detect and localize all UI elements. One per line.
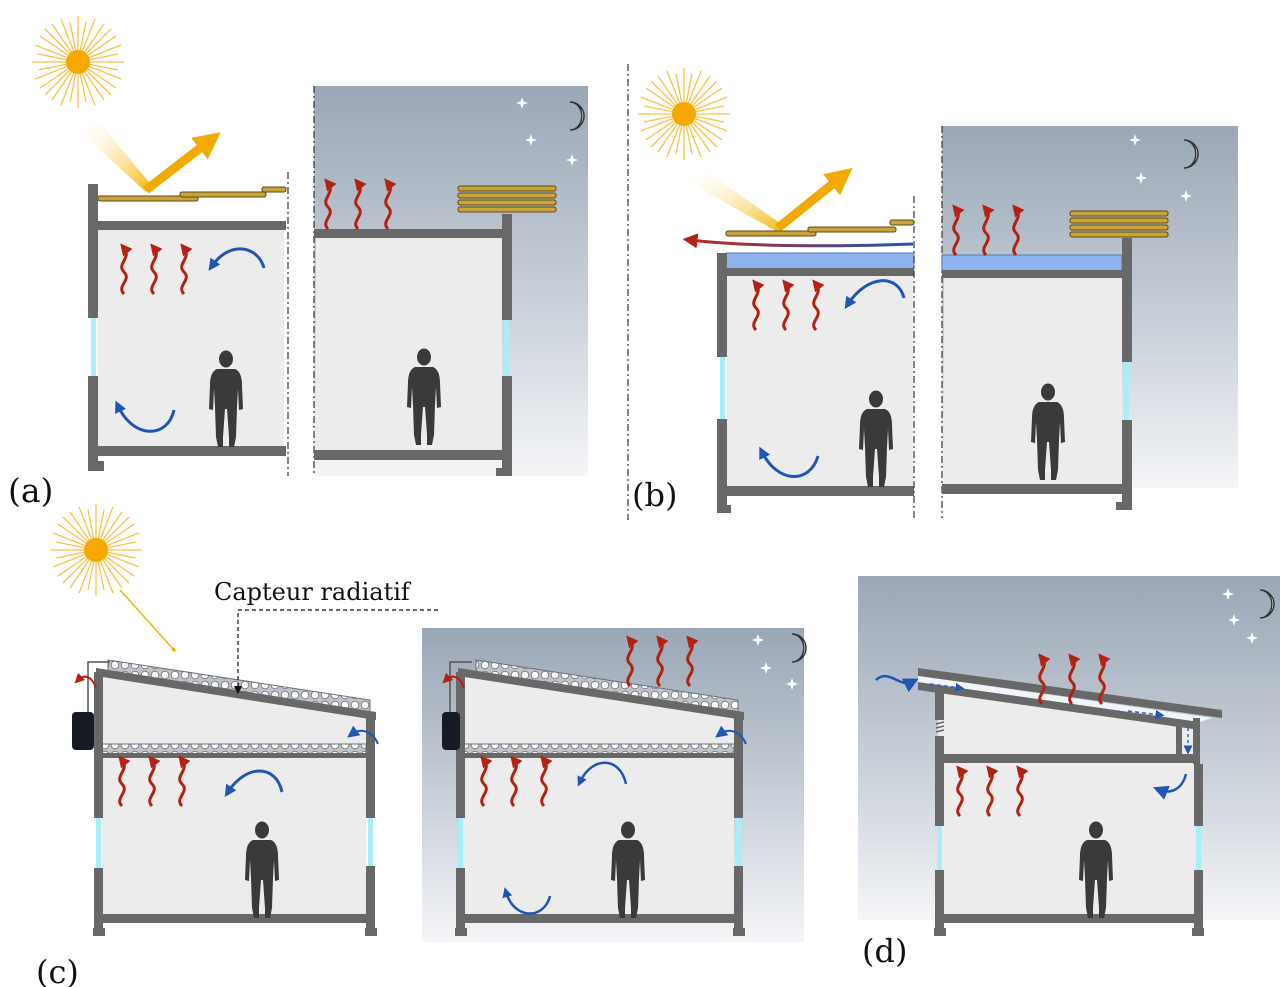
roof-slab bbox=[918, 668, 1222, 718]
panel-b: (b) bbox=[627, 64, 1238, 520]
wall bbox=[502, 376, 512, 476]
wall bbox=[1122, 420, 1132, 508]
room-interior bbox=[462, 673, 734, 918]
sliding-shutters bbox=[725, 219, 915, 237]
air-flow-arrow-icon bbox=[875, 674, 919, 693]
floor-slab bbox=[942, 484, 1132, 494]
heat-arrow-icon bbox=[442, 672, 465, 689]
air-flow-arrow-icon bbox=[715, 725, 747, 745]
room-interior bbox=[942, 760, 1196, 918]
room-interior bbox=[98, 229, 284, 451]
sun-icon bbox=[637, 67, 731, 161]
storage-tank bbox=[442, 712, 460, 750]
window bbox=[368, 818, 373, 866]
sun-icon bbox=[49, 503, 143, 597]
floor-slab bbox=[462, 914, 743, 923]
sun-ray-arrow bbox=[119, 589, 176, 653]
wall bbox=[1194, 764, 1203, 826]
storage-tank bbox=[72, 712, 94, 750]
wall bbox=[94, 672, 103, 818]
panel-c-day: Capteur radiatif bbox=[49, 503, 438, 936]
reflection-arrow-icon bbox=[775, 167, 853, 232]
wall bbox=[734, 716, 743, 818]
roof-slab bbox=[726, 268, 914, 276]
window bbox=[736, 818, 741, 866]
air-flow-arrow-icon bbox=[1153, 773, 1188, 800]
panel-b-day bbox=[637, 67, 915, 518]
heat-arrow-icon bbox=[74, 672, 97, 689]
wall bbox=[1122, 238, 1132, 362]
air-flow-arrow-icon bbox=[577, 761, 628, 787]
wall bbox=[366, 716, 375, 818]
wall bbox=[366, 866, 375, 936]
ceiling-slab bbox=[938, 754, 1200, 763]
air-flow-arrow-icon bbox=[115, 400, 176, 433]
wall bbox=[1194, 870, 1203, 930]
water-layer bbox=[725, 252, 915, 270]
wall bbox=[717, 253, 727, 357]
sliding-shutters bbox=[97, 186, 287, 202]
floor-slab bbox=[940, 914, 1203, 923]
window bbox=[504, 320, 509, 376]
wall bbox=[94, 868, 103, 930]
window bbox=[91, 318, 96, 376]
wall bbox=[935, 870, 944, 930]
panel-label-c: (c) bbox=[36, 953, 79, 987]
air-flow-arrow-icon bbox=[208, 247, 266, 271]
reflection-arrow-icon bbox=[143, 132, 221, 194]
callout-leader bbox=[233, 609, 438, 695]
window bbox=[458, 818, 463, 868]
wall bbox=[456, 672, 465, 818]
stacked-shutters bbox=[457, 185, 557, 213]
wall bbox=[935, 736, 944, 826]
panel-a-day bbox=[31, 15, 289, 476]
roof-slab bbox=[98, 221, 286, 230]
panel-a: (a) bbox=[8, 15, 588, 510]
window bbox=[96, 818, 101, 868]
panel-c-night bbox=[422, 628, 807, 942]
window bbox=[937, 826, 942, 870]
ceiling-duct bbox=[461, 743, 735, 755]
panel-label-a: (a) bbox=[8, 471, 53, 510]
wall bbox=[88, 376, 98, 471]
window bbox=[1124, 362, 1129, 420]
wall bbox=[502, 214, 512, 320]
sunbeam bbox=[78, 118, 152, 192]
panel-a-night bbox=[313, 86, 588, 476]
water-flow-arrow bbox=[682, 233, 914, 249]
floor-slab bbox=[726, 486, 914, 496]
window bbox=[720, 357, 725, 419]
panel-b-night bbox=[941, 126, 1238, 518]
air-flow-arrow-icon bbox=[844, 279, 906, 309]
wall bbox=[717, 419, 727, 509]
air-flow-arrow-icon bbox=[502, 887, 552, 915]
sun-icon bbox=[31, 15, 125, 109]
room-interior bbox=[316, 238, 502, 452]
air-flow-arrow-icon bbox=[759, 446, 820, 478]
panel-d: (d) bbox=[858, 576, 1280, 970]
floor-slab bbox=[98, 446, 286, 456]
roof-slab bbox=[458, 668, 744, 720]
room-interior bbox=[944, 276, 1122, 484]
wall bbox=[456, 868, 465, 930]
air-flow-arrow-icon bbox=[224, 769, 284, 798]
panel-label-d: (d) bbox=[862, 932, 907, 970]
wall bbox=[88, 184, 98, 318]
wall bbox=[734, 866, 743, 936]
air-flow-arrow-icon bbox=[347, 725, 379, 745]
water-layer bbox=[941, 254, 1123, 272]
floor-slab bbox=[314, 450, 512, 460]
sunbeam bbox=[684, 170, 784, 232]
air-channel bbox=[918, 676, 1212, 722]
radiative-collector-label: Capteur radiatif bbox=[214, 578, 412, 606]
floor-slab bbox=[100, 914, 375, 923]
ceiling-duct bbox=[99, 743, 367, 755]
panel-c: Capteur radiatif bbox=[36, 503, 807, 987]
panel-label-b: (b) bbox=[632, 476, 677, 514]
roof-slab bbox=[942, 270, 1132, 278]
window bbox=[1196, 826, 1201, 870]
stacked-shutters bbox=[1069, 210, 1169, 238]
roof-slab bbox=[314, 229, 512, 238]
